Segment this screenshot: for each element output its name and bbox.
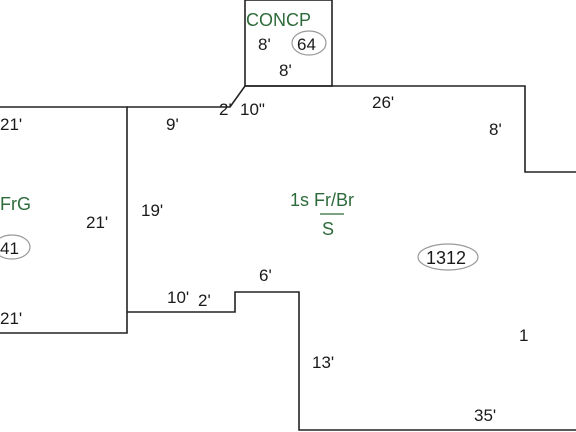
concp-area-ellipse bbox=[291, 30, 327, 56]
garage-area: 41 bbox=[0, 239, 19, 258]
dim-right-step: 8' bbox=[489, 120, 502, 139]
house-outline-bottom bbox=[127, 291, 576, 431]
house-label-top: 1s Fr/Br bbox=[290, 190, 354, 210]
house-area-ellipse bbox=[417, 243, 479, 271]
garage-area-ellipse bbox=[0, 234, 31, 260]
dim-corner-b: 10" bbox=[240, 100, 265, 119]
dim-left: 19' bbox=[141, 201, 163, 220]
garage-dim-right: 21' bbox=[86, 213, 108, 232]
dim-notch-top: 6' bbox=[259, 266, 272, 285]
dim-bottom-left: 10' bbox=[167, 288, 189, 307]
dim-corner-a: 2' bbox=[219, 100, 232, 119]
concp-area: 64 bbox=[297, 35, 316, 54]
dim-notch-side: 13' bbox=[312, 353, 334, 372]
garage-label: FrG bbox=[0, 194, 31, 214]
dim-top: 26' bbox=[372, 93, 394, 112]
concp-dim-bottom: 8' bbox=[279, 61, 292, 80]
garage-outline bbox=[0, 106, 128, 334]
dim-bottom: 35' bbox=[474, 406, 496, 425]
room-marker: 1 bbox=[519, 326, 528, 345]
house-outline-top bbox=[127, 85, 576, 173]
house-label-bottom: S bbox=[322, 219, 334, 239]
dim-top-left: 9' bbox=[166, 115, 179, 134]
concp-label: CONCP bbox=[246, 10, 311, 30]
concp-dim-left: 8' bbox=[258, 35, 271, 54]
garage-dim-top: 21' bbox=[0, 115, 22, 134]
dim-bottom-notch: 2' bbox=[198, 291, 211, 310]
garage-dim-bottom: 21' bbox=[0, 309, 22, 328]
house-area: 1312 bbox=[426, 248, 466, 268]
